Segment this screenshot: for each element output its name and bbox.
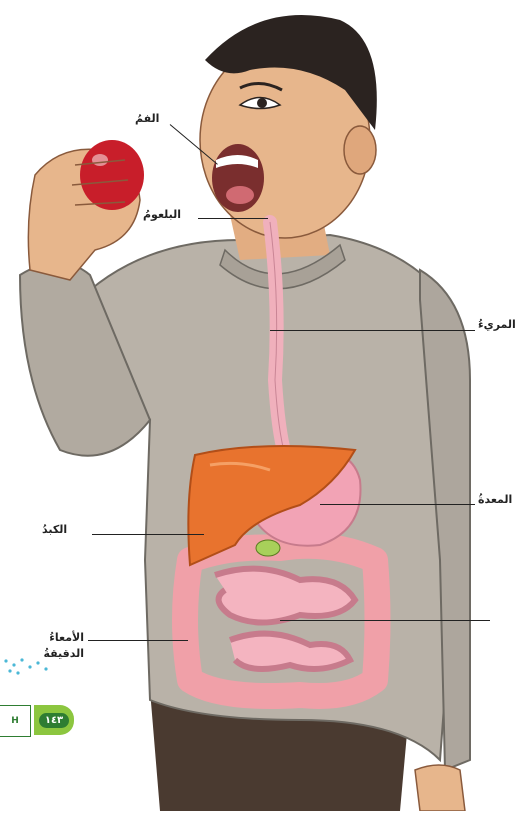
edge-tab-text: H <box>11 716 19 726</box>
ear <box>344 126 376 174</box>
label-stomach: المعدةُ <box>478 493 512 506</box>
label-pharynx: البلعومُ <box>143 208 181 221</box>
label-liver: الكبدُ <box>42 523 67 536</box>
leader-small-intestine-left <box>88 640 188 641</box>
label-mouth: الفمُ <box>135 112 159 125</box>
label-esophagus: المريءُ <box>478 318 516 331</box>
page-number: ١٤٣ <box>39 713 69 728</box>
leader-esophagus <box>270 330 475 331</box>
leader-pharynx <box>198 218 268 219</box>
apple <box>80 140 144 210</box>
decorative-dots <box>0 655 80 677</box>
leader-small-intestine-right <box>280 620 490 621</box>
edge-tab: H <box>0 705 31 737</box>
leader-stomach <box>320 504 475 505</box>
gall-bladder <box>256 540 280 556</box>
leader-liver <box>92 534 204 535</box>
page-number-badge: ١٤٣ <box>34 705 74 735</box>
right-hand <box>415 765 465 811</box>
